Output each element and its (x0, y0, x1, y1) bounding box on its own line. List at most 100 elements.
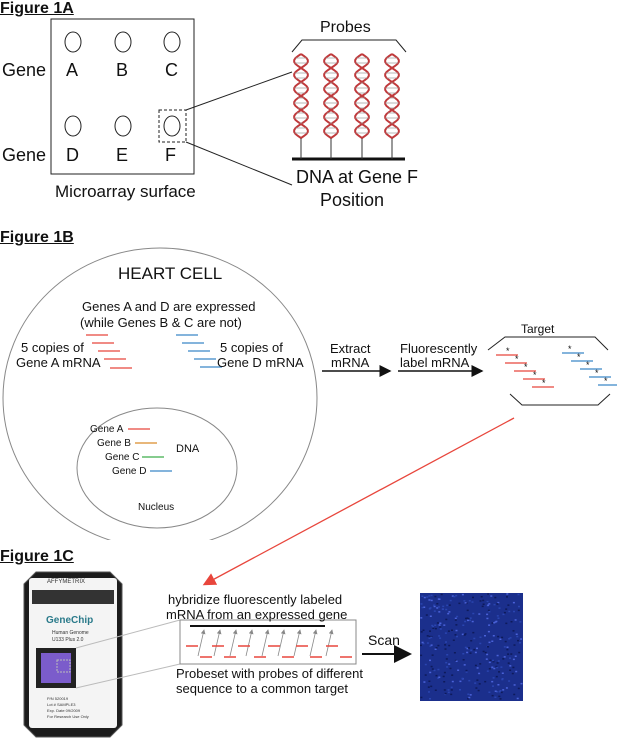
scan-pixel (444, 644, 447, 646)
scan-pixel (443, 624, 446, 626)
scan-pixel (428, 691, 430, 693)
target-star: * (604, 376, 608, 386)
scan-pixel (447, 612, 450, 615)
scan-pixel (502, 689, 505, 691)
scan-pixel (420, 696, 423, 699)
scan-pixel (423, 596, 426, 599)
scan-pixel (461, 593, 464, 596)
scan-pixel (480, 596, 483, 598)
scan-pixel (466, 617, 469, 619)
probe-arrow (213, 629, 222, 657)
scan-pixel (495, 675, 498, 678)
scan-pixel (499, 690, 502, 692)
scan-pixel (470, 640, 473, 642)
scan-pixel (461, 677, 464, 680)
chip-figure (23, 417, 523, 738)
scan-pixel (487, 630, 490, 633)
scan-pixel (498, 695, 501, 698)
scan-pixel (428, 595, 431, 597)
scan-pixel (491, 666, 494, 668)
chip-zoom-line-top (75, 619, 181, 649)
scan-pixel (421, 595, 424, 597)
scan-pixel (466, 651, 469, 654)
scan-pixel (438, 598, 441, 600)
spot-b (114, 31, 132, 53)
scan-pixel (443, 681, 446, 683)
spot-c (163, 31, 181, 53)
scan-pixel (444, 632, 447, 634)
scan-pixel (507, 604, 510, 606)
scan-pixel (496, 654, 499, 657)
target-star: * (568, 344, 572, 354)
scan-pixel (428, 637, 431, 639)
scan-pixel (438, 611, 441, 613)
scan-pixel (496, 691, 499, 693)
scan-pixel (517, 687, 520, 690)
gene-d-copies-line1: 5 copies of (220, 340, 283, 355)
gene-d-copies-line2: Gene D mRNA (217, 355, 304, 370)
scan-pixel (429, 671, 432, 674)
scan-pixel (493, 622, 496, 624)
scan-pixel (464, 646, 467, 649)
scan-pixel (516, 635, 519, 638)
scan-pixel (488, 691, 491, 693)
target-star: * (577, 352, 581, 362)
scan-pixel (494, 696, 497, 698)
scan-pixel (434, 595, 437, 598)
scan-pixel (502, 658, 505, 660)
scan-pixel (462, 653, 465, 655)
scan-pixel (424, 674, 427, 676)
scan-pixel (451, 595, 454, 597)
scan-pixel (492, 677, 495, 679)
chip-name: GeneChip (46, 615, 94, 626)
scan-pixel (474, 664, 477, 667)
scan-pixel (431, 624, 434, 627)
scan-pixel (459, 680, 462, 683)
helix-strand (293, 53, 309, 139)
scan-pixel (492, 660, 495, 663)
scan-pixel (470, 649, 473, 651)
scan-pixel (446, 604, 449, 607)
scan-pixel (479, 642, 482, 645)
scan-pixel (492, 635, 495, 637)
probe-arrow (197, 629, 206, 657)
scan-pixel (486, 613, 489, 616)
scan-pixel (484, 635, 486, 637)
scan-pixel (439, 637, 442, 639)
zoom-line-bottom (185, 141, 293, 186)
scan-pixel (421, 606, 424, 609)
label-step-line2: label mRNA (400, 355, 470, 370)
target-to-chip-arrow (202, 417, 515, 586)
scan-pixel (468, 647, 470, 649)
target-star: * (506, 346, 510, 356)
scan-pixel (513, 644, 516, 646)
scan-pixel (469, 694, 472, 696)
scan-pixel (491, 694, 494, 697)
scan-pixel (462, 659, 465, 661)
scan-pixel (481, 605, 484, 608)
scan-pixel (464, 620, 467, 623)
scan-pixel (469, 652, 472, 654)
scan-pixel (430, 665, 433, 668)
scan-pixel (468, 600, 471, 602)
scan-pixel (434, 624, 437, 626)
dna-caption-line1: DNA at Gene F (296, 167, 419, 187)
scan-label: Scan (368, 632, 400, 648)
scan-pixel (467, 698, 470, 700)
scan-pixel (439, 626, 442, 628)
scan-pixel (487, 646, 489, 648)
letter-d: D (66, 145, 79, 165)
scan-pixel (451, 629, 453, 631)
probe-helices (293, 53, 400, 159)
scan-pixel (505, 622, 508, 625)
nucleus-gene-c: Gene C (105, 452, 140, 463)
scan-pixel (445, 618, 448, 621)
scan-pixel (509, 657, 511, 659)
scan-pixel (468, 679, 471, 682)
scan-pixel (420, 631, 423, 633)
scan-pixel (449, 599, 452, 602)
scan-pixel (430, 635, 433, 638)
spot-d (64, 115, 82, 137)
scan-pixel (519, 621, 522, 623)
scan-pixel (518, 605, 520, 608)
